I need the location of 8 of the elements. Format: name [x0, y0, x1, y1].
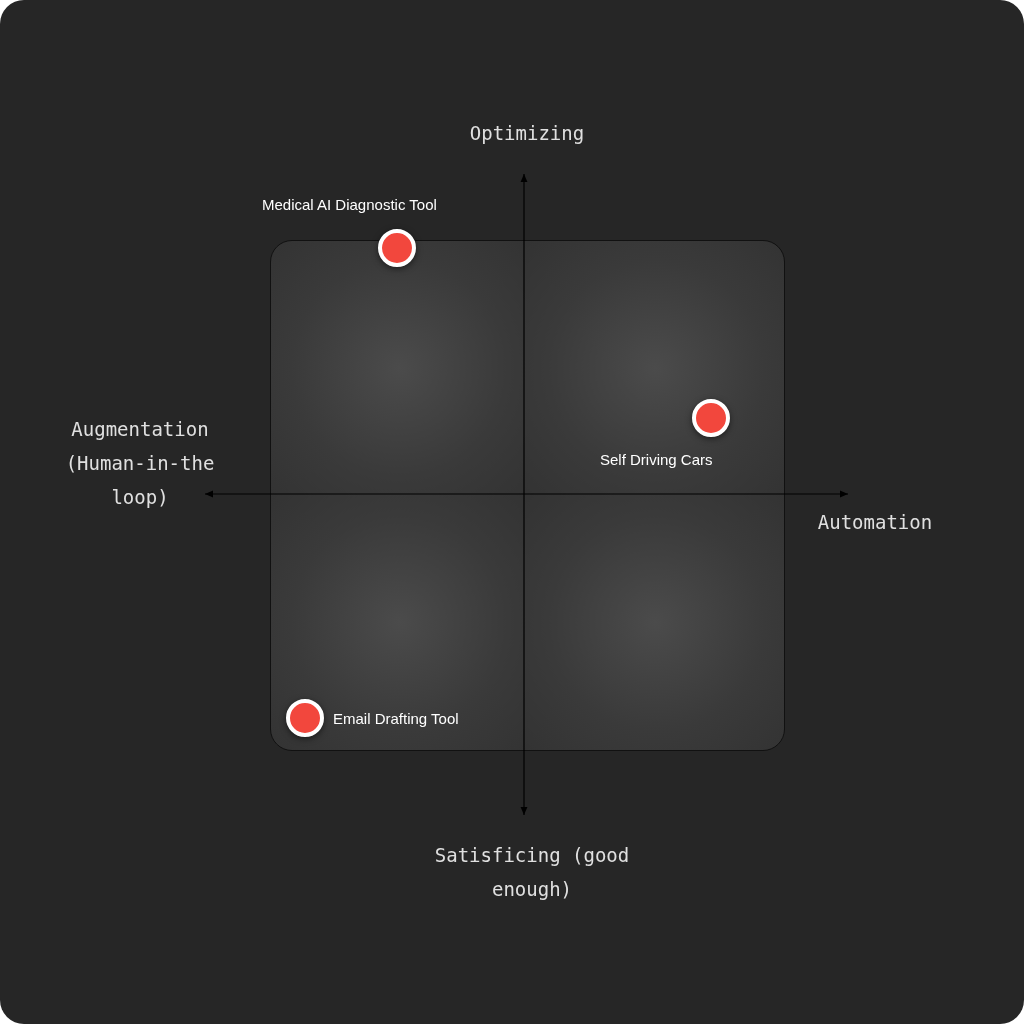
point-label: Email Drafting Tool	[333, 710, 459, 727]
axis-label: Satisficing (good enough)	[433, 843, 631, 902]
axis-label: Automation	[816, 510, 934, 535]
data-point-marker	[378, 229, 416, 267]
point-label: Self Driving Cars	[600, 451, 713, 468]
axis-label: Optimizing	[468, 121, 586, 146]
point-label: Medical AI Diagnostic Tool	[262, 196, 437, 213]
axis-label: Augmentation (Human-in-the loop)	[64, 417, 216, 510]
